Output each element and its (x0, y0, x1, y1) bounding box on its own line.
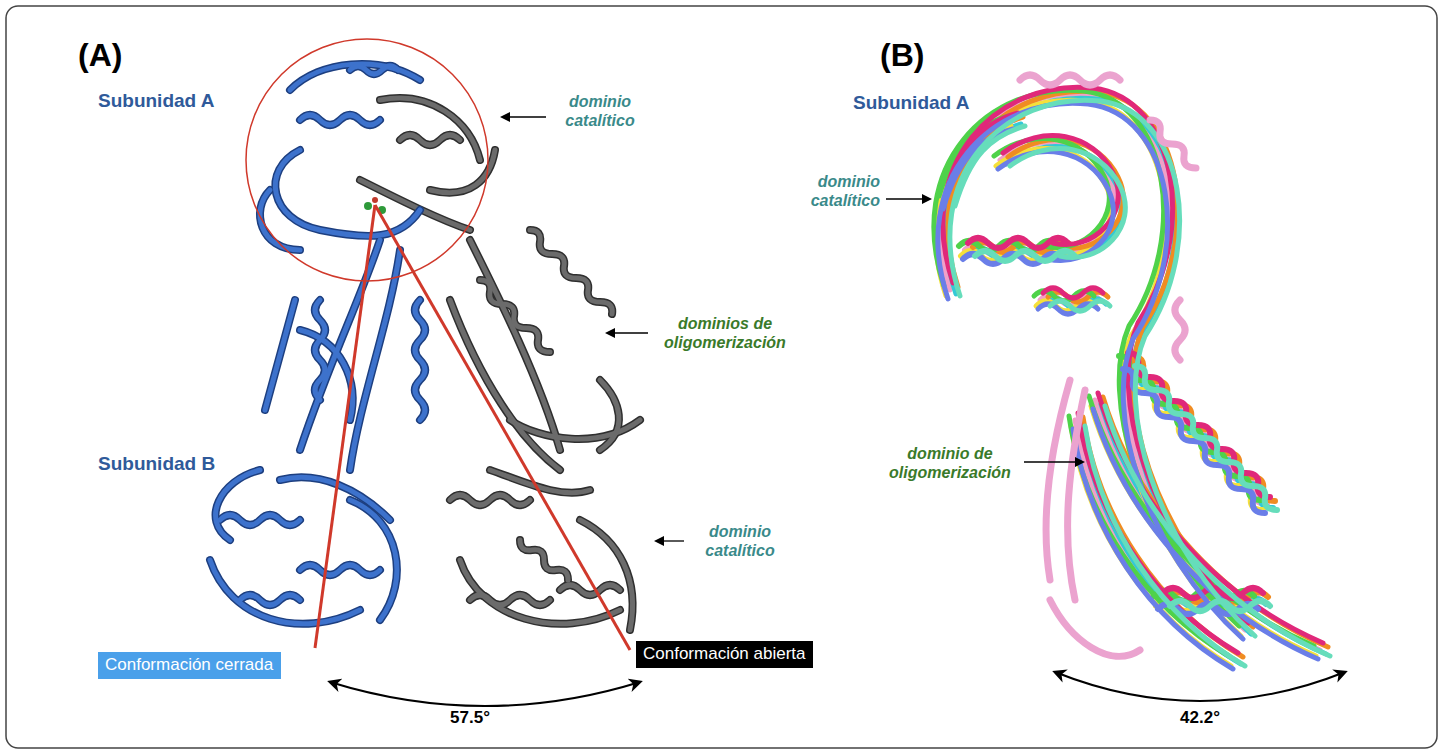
conformation-tag: Conformación cerrada (98, 652, 281, 679)
tag-text: Conformación abierta (643, 644, 806, 664)
subunit-label: Subunidad A (853, 92, 969, 115)
subunit-label: Subunidad B (98, 453, 215, 476)
angle-value: 57.5° (430, 708, 510, 728)
tag-text: Conformación cerrada (105, 655, 274, 675)
domain-label: dominio catalítico (790, 172, 880, 210)
domain-label: dominios de oligomerización (655, 314, 795, 352)
domain-label: dominio catalítico (550, 92, 650, 130)
angle-value: 42.2° (1160, 708, 1240, 728)
panel-letter: (B) (880, 36, 924, 74)
panel-letter: (A) (78, 36, 122, 74)
subunit-label: Subunidad A (98, 90, 214, 113)
domain-label: dominio catalítico (690, 522, 790, 560)
conformation-tag: Conformación abierta (636, 641, 813, 668)
domain-label: dominio de oligomerización (875, 444, 1025, 482)
